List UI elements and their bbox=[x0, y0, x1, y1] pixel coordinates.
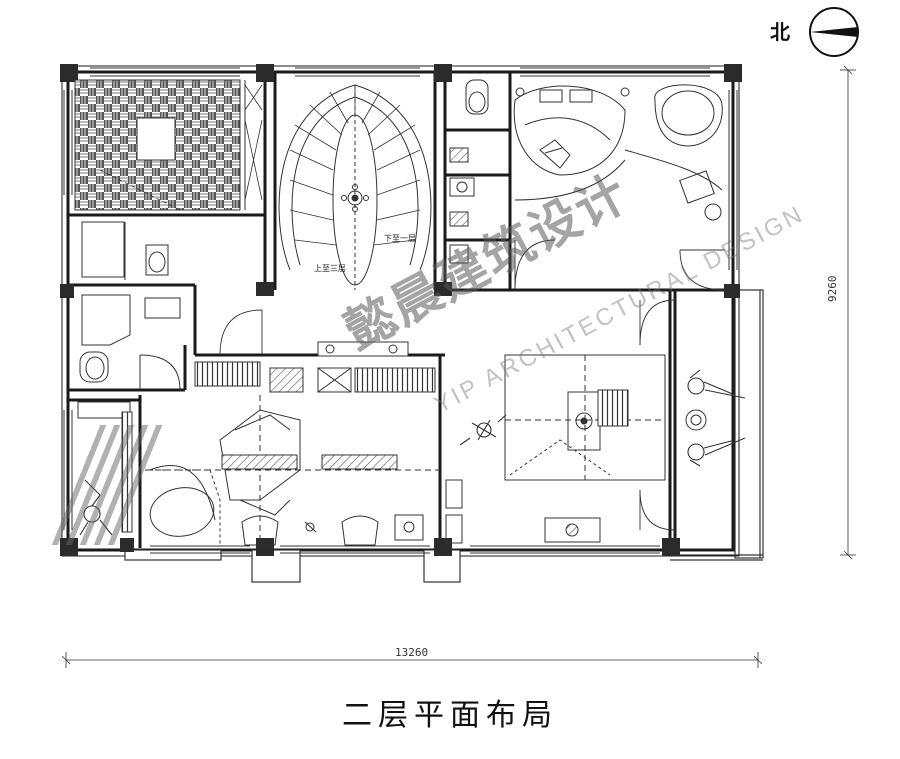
se-living-room bbox=[504, 354, 707, 543]
north-arrow-icon bbox=[809, 7, 859, 57]
watermark-logo-icon bbox=[51, 425, 163, 545]
ne-bathroom bbox=[449, 79, 489, 264]
height-dimension: 9260 bbox=[826, 275, 839, 303]
person-figure-icon bbox=[79, 369, 746, 536]
balcony-east bbox=[670, 289, 764, 561]
south-projections bbox=[124, 549, 461, 583]
study-room-floor bbox=[74, 79, 263, 211]
north-label: 北 bbox=[770, 20, 790, 44]
windows bbox=[63, 67, 738, 554]
width-dimension: 13260 bbox=[395, 646, 429, 659]
spiral-staircase bbox=[278, 84, 432, 290]
lounge-chair-icon bbox=[241, 515, 379, 546]
door-swings bbox=[219, 239, 726, 531]
west-bathroom bbox=[79, 221, 181, 391]
armchair-icon bbox=[539, 139, 571, 169]
dimension-lines bbox=[61, 65, 856, 668]
stair-up-label: 上至三层 bbox=[314, 264, 346, 273]
hallway-railings bbox=[194, 341, 436, 393]
central-lounge bbox=[145, 395, 463, 546]
ne-bedroom bbox=[513, 84, 723, 221]
stair-down-label: 下至一层 bbox=[384, 234, 416, 243]
plan-title: 二层平面布局 bbox=[342, 698, 558, 733]
exterior-walls bbox=[61, 65, 740, 557]
